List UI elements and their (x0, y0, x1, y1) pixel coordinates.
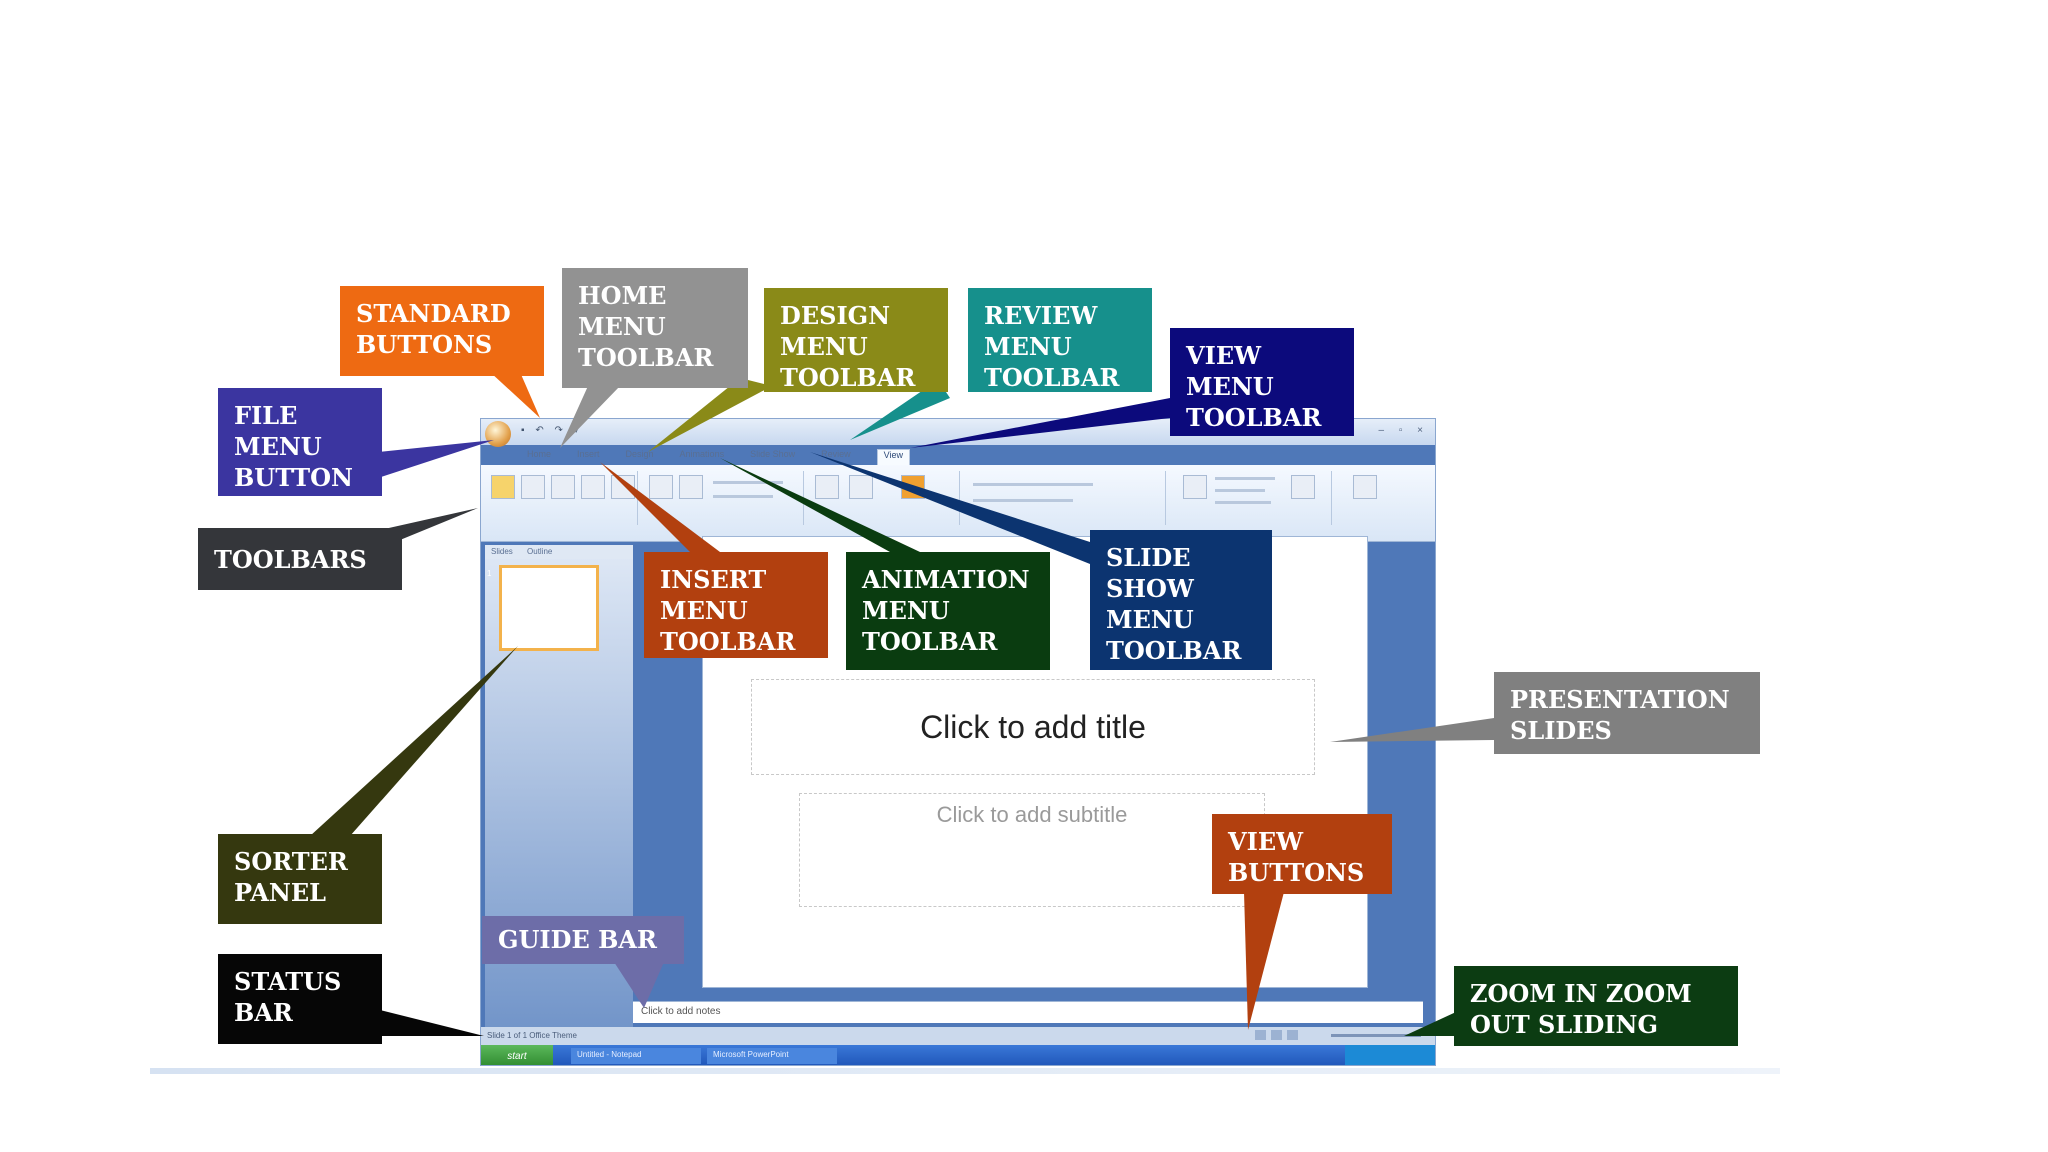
callout-presentation-slides: PRESENTATION SLIDES (1494, 672, 1760, 754)
ribbon-tabs: Home Insert Design Animations Slide Show… (527, 449, 910, 465)
ruler-icon[interactable] (649, 475, 673, 499)
pointer-toolbars (380, 508, 478, 540)
pointer-insert-menu-toolbar (600, 462, 720, 552)
ribbon-label-line (1215, 477, 1275, 480)
slide-sorter-view-button[interactable] (1271, 1030, 1283, 1040)
callout-home-menu-toolbar: HOME MENU TOOLBAR (562, 268, 748, 388)
callout-review-menu-toolbar: REVIEW MENU TOOLBAR (968, 288, 1152, 392)
status-text: Slide 1 of 1 Office Theme (487, 1031, 577, 1040)
pointer-presentation-slides (1330, 718, 1494, 742)
thumbnail-number: 1 (487, 569, 492, 578)
callout-slide-show-menu-toolbar: SLIDE SHOW MENU TOOLBAR (1090, 530, 1272, 670)
slide-thumbnail[interactable] (499, 565, 599, 651)
ribbon-group-window (1171, 471, 1332, 525)
callout-design-menu-toolbar: DESIGN MENU TOOLBAR (764, 288, 948, 392)
tab-view[interactable]: View (876, 449, 910, 465)
tab-home[interactable]: Home (527, 449, 552, 459)
bottom-edge-strip (150, 1068, 1780, 1074)
ribbon-group-macros (1337, 471, 1417, 525)
zoom-slider[interactable] (1331, 1034, 1421, 1037)
callout-standard-buttons: STANDARD BUTTONS (340, 286, 544, 376)
quick-access-toolbar[interactable]: ▪ ↶ ↷ ▾ (521, 425, 583, 436)
slide-show-view-button[interactable] (1287, 1030, 1299, 1040)
system-tray (1345, 1045, 1435, 1065)
tab-slide-show[interactable]: Slide Show (750, 449, 796, 459)
sorter-tabs: Slides Outline (485, 545, 633, 559)
callout-view-menu-toolbar: VIEW MENU TOOLBAR (1170, 328, 1354, 436)
notes-pane[interactable]: Click to add notes (633, 1001, 1423, 1023)
pointer-slide-show-menu-toolbar (810, 452, 1100, 568)
pointer-view-menu-toolbar (910, 398, 1170, 448)
switch-windows-icon[interactable] (1291, 475, 1315, 499)
slide-sorter-icon[interactable] (521, 475, 545, 499)
office-button-icon[interactable] (485, 421, 511, 447)
sorter-panel: Slides Outline 1 (485, 545, 633, 1051)
new-window-icon[interactable] (1183, 475, 1207, 499)
tab-outline[interactable]: Outline (527, 547, 553, 556)
pointer-zoom-sliding-bar (1404, 1012, 1456, 1036)
fit-to-window-icon[interactable] (849, 475, 873, 499)
ribbon-label-line (1215, 501, 1271, 504)
pointer-standard-buttons (490, 372, 540, 418)
pointer-design-menu-toolbar (648, 378, 772, 452)
callout-zoom-sliding-bar: ZOOM IN ZOOM OUT SLIDING BAR (1454, 966, 1738, 1070)
pointer-file-menu-button (378, 440, 494, 478)
title-placeholder[interactable]: Click to add title (751, 679, 1315, 775)
ribbon-label-line (713, 481, 783, 484)
pointer-guide-bar (614, 962, 664, 1008)
ribbon-group-color (965, 471, 1166, 525)
gridlines-icon[interactable] (679, 475, 703, 499)
pointer-home-menu-toolbar (560, 386, 620, 448)
windows-taskbar: start Untitled - Notepad Microsoft Power… (481, 1045, 1435, 1065)
tab-animations[interactable]: Animations (679, 449, 725, 459)
callout-file-menu-button: FILE MENU BUTTON (218, 388, 382, 496)
notes-page-icon[interactable] (551, 475, 575, 499)
ribbon-group-presentation-views (487, 471, 638, 525)
tab-review[interactable]: Review (821, 449, 851, 459)
ribbon-label-line (1215, 489, 1265, 492)
taskbar-item[interactable]: Untitled - Notepad (571, 1048, 701, 1064)
callout-status-bar: STATUS BAR (218, 954, 382, 1044)
tab-slides[interactable]: Slides (491, 547, 513, 556)
callout-insert-menu-toolbar: INSERT MENU TOOLBAR (644, 552, 828, 658)
callout-animation-menu-toolbar: ANIMATION MENU TOOLBAR (846, 552, 1050, 670)
ribbon-label-line (973, 483, 1093, 486)
ribbon-group-show-hide (643, 471, 804, 525)
pointer-review-menu-toolbar (850, 380, 950, 440)
taskbar-item[interactable]: Microsoft PowerPoint (707, 1048, 837, 1064)
ribbon-label-line (713, 495, 773, 498)
pointer-view-buttons (1244, 892, 1284, 1030)
pointer-animation-menu-toolbar (720, 458, 920, 552)
callout-toolbars: TOOLBARS (198, 528, 402, 590)
start-button[interactable]: start (481, 1045, 553, 1065)
macros-icon[interactable] (1353, 475, 1377, 499)
view-buttons (1255, 1030, 1315, 1042)
ribbon-label-line (973, 499, 1073, 502)
slide-show-icon[interactable] (581, 475, 605, 499)
tab-design[interactable]: Design (625, 449, 654, 459)
status-bar: Slide 1 of 1 Office Theme (481, 1027, 1435, 1045)
normal-view-button[interactable] (1255, 1030, 1266, 1040)
callout-view-buttons: VIEW BUTTONS (1212, 814, 1392, 894)
window-controls[interactable]: – ▫ × (1378, 425, 1429, 436)
zoom-icon[interactable] (815, 475, 839, 499)
normal-view-icon[interactable] (491, 475, 515, 499)
callout-guide-bar: GUIDE BAR (482, 916, 684, 964)
pointer-sorter-panel (310, 646, 518, 836)
tab-insert[interactable]: Insert (577, 449, 600, 459)
callout-sorter-panel: SORTER PANEL (218, 834, 382, 924)
pointer-status-bar (380, 1010, 484, 1036)
